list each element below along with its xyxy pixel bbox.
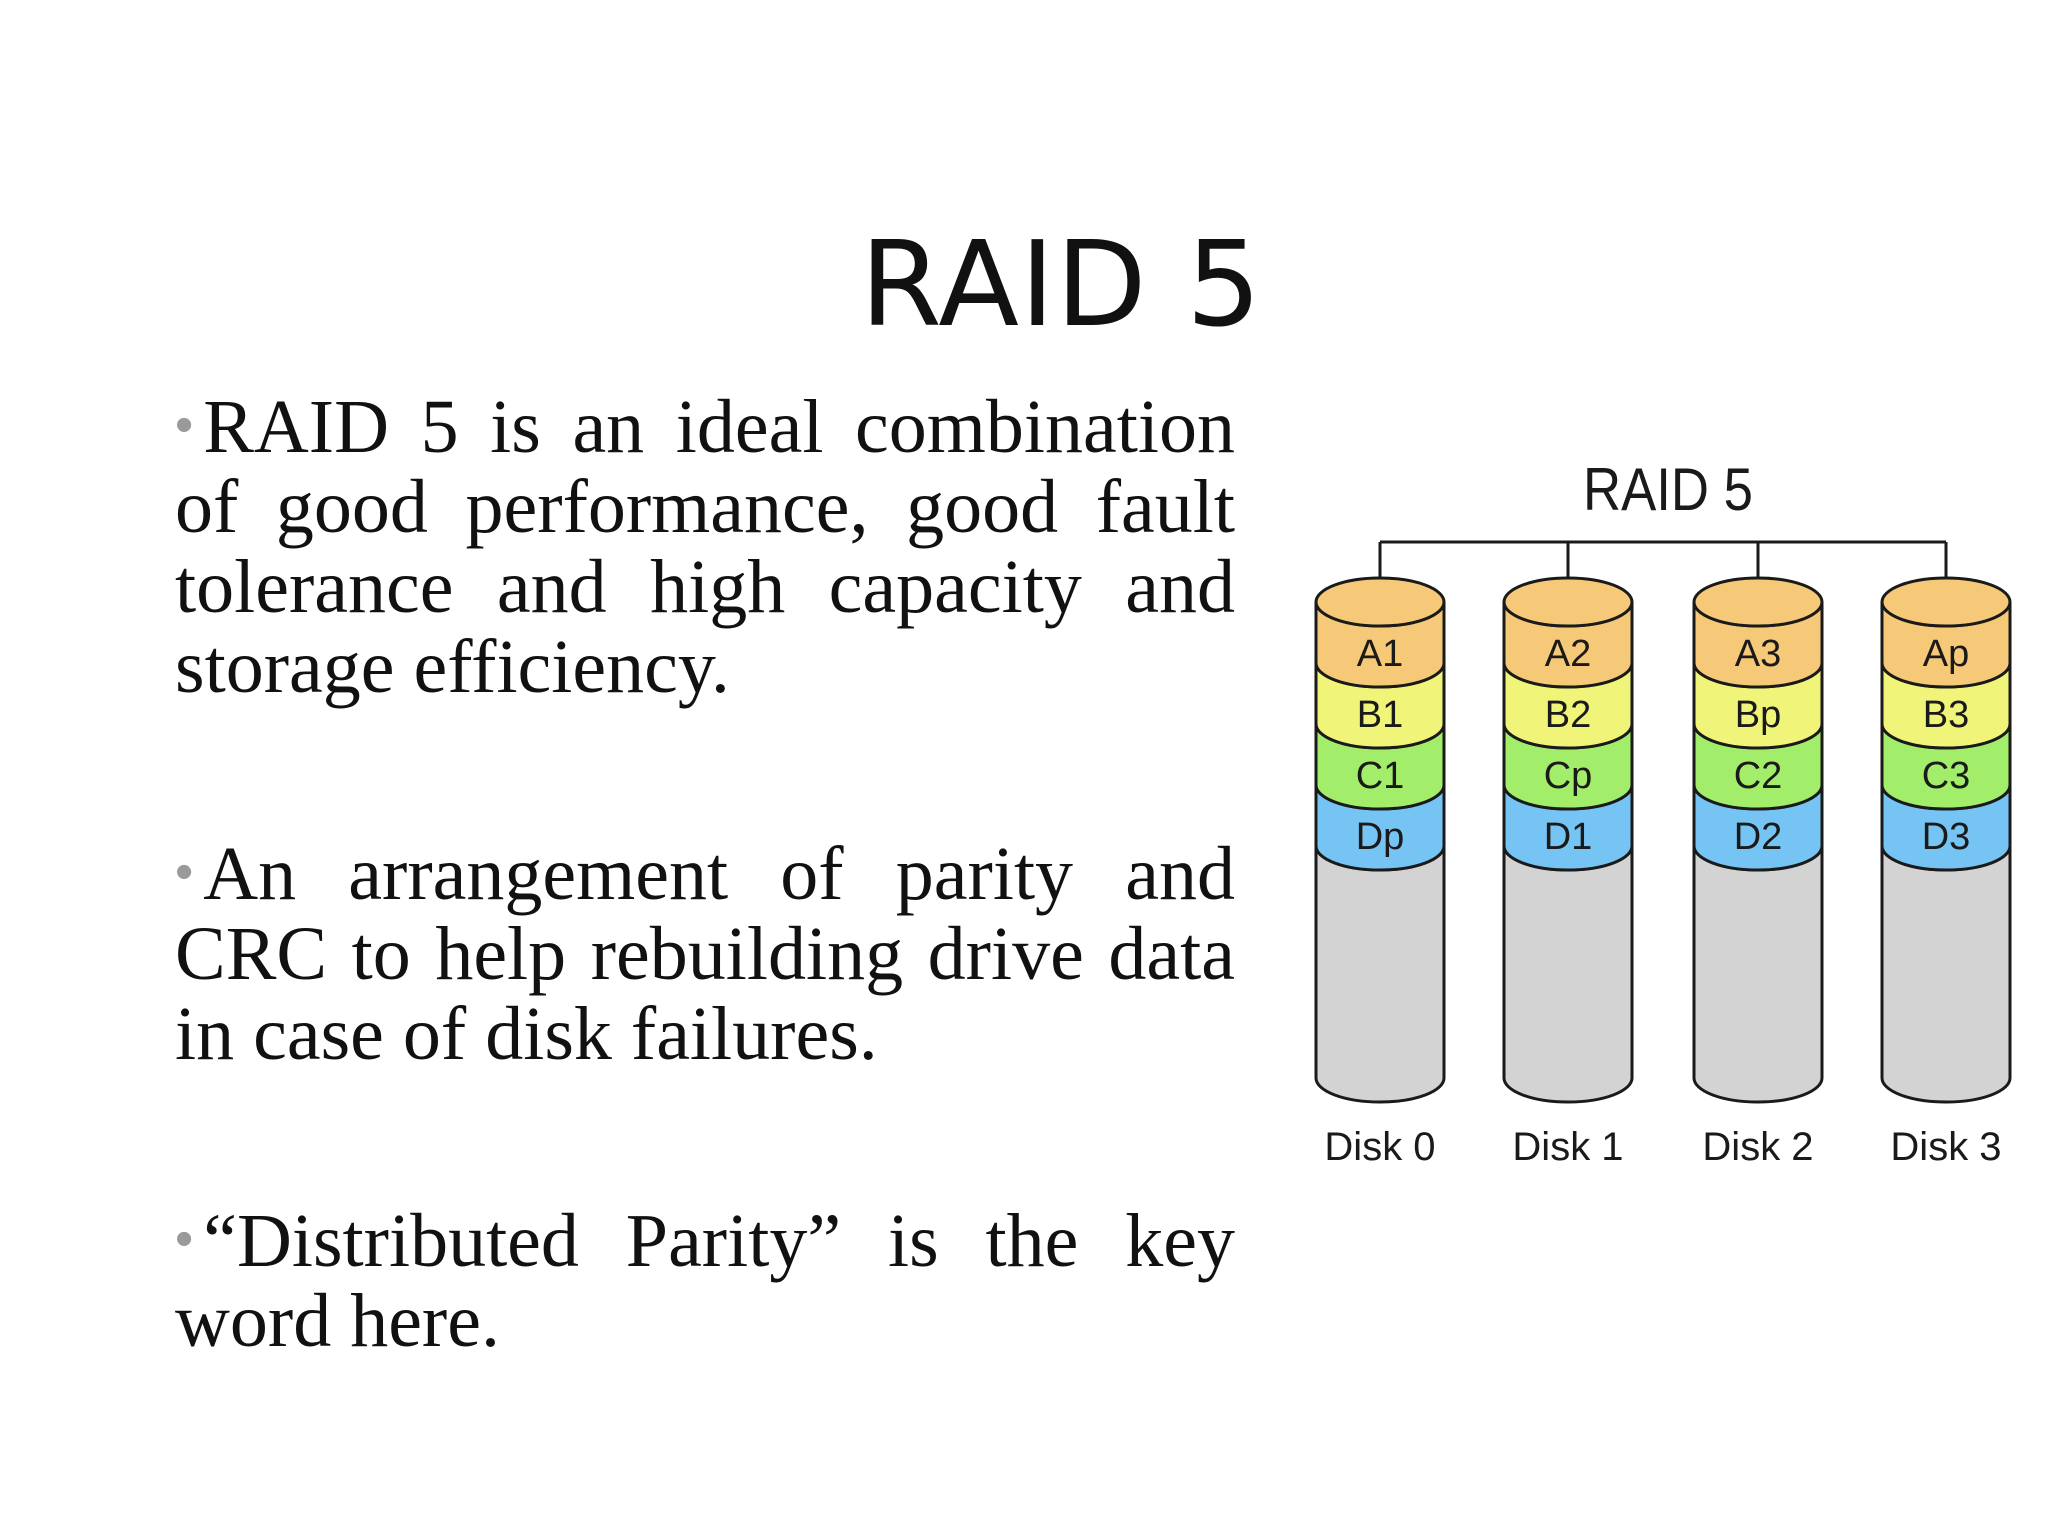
disk-top-cap: [1502, 576, 1634, 628]
bullet-text: “Distributed Parity” is the key word her…: [175, 1199, 1235, 1363]
disk-label: Disk 2: [1702, 1125, 1813, 1169]
disk-empty-space: [1880, 845, 2012, 1104]
bullet-dot-icon: •: [175, 396, 194, 454]
block-label: C2: [1734, 755, 1783, 797]
block-label: A2: [1545, 633, 1591, 675]
block-label: Bp: [1735, 694, 1781, 736]
block-label: C3: [1922, 755, 1971, 797]
block-label: A3: [1735, 633, 1781, 675]
block-label: B2: [1545, 694, 1591, 736]
bullet-list: •RAID 5 is an ideal combination of good …: [175, 385, 1235, 1361]
bullet-text: An arrangement of parity and CRC to help…: [175, 832, 1235, 1076]
block-label: Dp: [1356, 816, 1405, 858]
bullet-item: •An arrangement of parity and CRC to hel…: [175, 832, 1235, 1074]
disk-label: Disk 3: [1890, 1125, 2001, 1169]
disk-empty-space: [1314, 845, 1446, 1104]
block-label: B3: [1923, 694, 1969, 736]
bullet-item: •RAID 5 is an ideal combination of good …: [175, 385, 1235, 707]
block-label: Ap: [1923, 633, 1969, 675]
slide-title: RAID 5: [860, 215, 1263, 353]
disk-label: Disk 0: [1324, 1125, 1435, 1169]
disk-top-cap: [1314, 576, 1446, 628]
disk-empty-space: [1692, 845, 1824, 1104]
block-label: C1: [1356, 755, 1405, 797]
block-label: D2: [1734, 816, 1783, 858]
block-label: D3: [1922, 816, 1971, 858]
disk-empty-space: [1502, 845, 1634, 1104]
bullet-item: •“Distributed Parity” is the key word he…: [175, 1199, 1235, 1361]
block-label: D1: [1544, 816, 1593, 858]
block-label: B1: [1357, 694, 1403, 736]
disk-label: Disk 1: [1512, 1125, 1623, 1169]
bullet-dot-icon: •: [175, 1210, 194, 1268]
disk-top-cap: [1880, 576, 2012, 628]
diagram-title: RAID 5: [1583, 456, 1753, 523]
bullet-text: RAID 5 is an ideal combination of good p…: [175, 385, 1235, 709]
disk-top-cap: [1692, 576, 1824, 628]
bullet-dot-icon: •: [175, 843, 194, 901]
block-label: Cp: [1544, 755, 1593, 797]
connector-lines: [1378, 540, 1948, 610]
block-label: A1: [1357, 633, 1403, 675]
